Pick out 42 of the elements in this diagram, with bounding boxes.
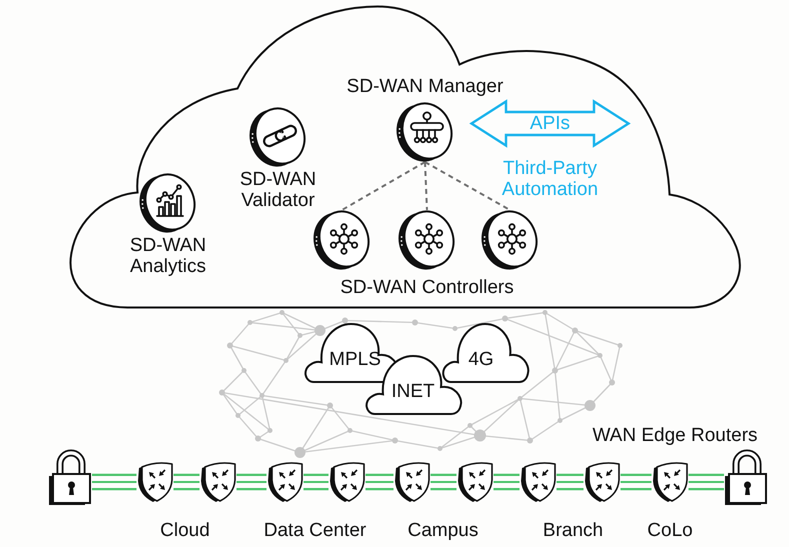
- node-label: Third-Party Automation: [500, 158, 600, 200]
- node-label: SD-WAN Validator: [238, 169, 318, 211]
- shield-arrows-icon: [584, 461, 620, 503]
- shield-arrows-icon: [136, 461, 174, 503]
- dashed-line: [424, 161, 510, 211]
- cloud-label: INET: [391, 381, 435, 402]
- cloud-label: 4G: [468, 349, 494, 370]
- triple-line: [688, 474, 724, 490]
- hub-disc-icon: [480, 210, 539, 270]
- shield-arrows-icon: [266, 461, 304, 503]
- arrow-label: APIs: [530, 113, 570, 134]
- triple-line: [556, 474, 584, 490]
- hub-disc-icon: [398, 210, 456, 270]
- text-label: Data Center: [264, 520, 366, 540]
- text-label: Branch: [542, 520, 604, 540]
- shield-arrows-icon: [328, 461, 366, 503]
- dashed-line: [424, 162, 428, 210]
- text-label: Campus: [408, 520, 478, 540]
- padlock-icon: [48, 449, 92, 506]
- text-label: CoLo: [647, 520, 693, 540]
- hub-disc-icon: [312, 210, 371, 270]
- triple-line: [304, 474, 328, 490]
- shield-arrows-icon: [200, 461, 236, 503]
- triple-line: [174, 474, 200, 490]
- triple-line: [430, 474, 456, 490]
- shield-arrows-icon: [456, 461, 494, 503]
- node-label: SD-WAN Manager: [346, 76, 504, 97]
- shield-arrows-icon: [520, 461, 556, 503]
- triple-line: [92, 474, 136, 490]
- cloud-label: MPLS: [329, 349, 381, 370]
- triple-line: [620, 474, 652, 490]
- dashed-line: [341, 161, 426, 211]
- triple-line: [236, 474, 266, 490]
- triple-line: [366, 474, 394, 490]
- node-label: SD-WAN Analytics: [128, 235, 208, 277]
- shield-arrows-icon: [394, 461, 430, 503]
- text-label: Cloud: [160, 520, 210, 540]
- shield-arrows-icon: [652, 461, 688, 503]
- text-label: SD-WAN Controllers: [340, 276, 514, 298]
- padlock-icon: [724, 449, 768, 506]
- triple-line: [494, 474, 520, 490]
- text-label: WAN Edge Routers: [592, 424, 758, 446]
